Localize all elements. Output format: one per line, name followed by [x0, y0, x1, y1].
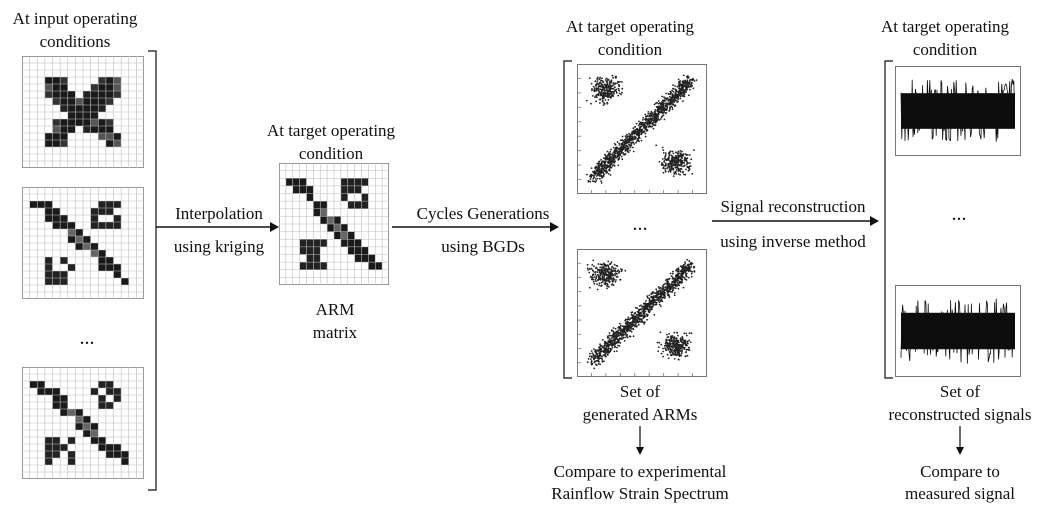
signals-compare-line1: Compare to	[920, 462, 1000, 481]
signals-ellipsis: ...	[951, 203, 967, 225]
input-ellipsis: ...	[79, 327, 95, 349]
generated-compare-line2: Rainflow Strain Spectrum	[551, 484, 729, 503]
signals-caption-line1: Set of	[939, 382, 981, 401]
generated-arm-plot-1	[577, 64, 707, 194]
generated-title-line2: condition	[597, 40, 663, 59]
bgds-label: using BGDs	[441, 237, 525, 256]
signals-title-line1: At target operating	[880, 17, 1010, 36]
generated-compare-arrow	[636, 426, 644, 455]
arm-title-line2: condition	[298, 144, 364, 163]
cycles-generations-label: Cycles Generations	[416, 204, 550, 223]
interpolation-label: Interpolation	[175, 204, 263, 223]
generated-arm-plot-2	[577, 249, 707, 377]
signals-compare-line2: measured signal	[905, 484, 1015, 503]
signals-caption-line2: reconstructed signals	[888, 405, 1032, 424]
input-title-line2: conditions	[39, 32, 111, 51]
signals-compare-arrow	[956, 426, 964, 455]
arm-caption-line2: matrix	[312, 323, 358, 342]
input-arm-matrix-3	[22, 367, 144, 479]
generated-ellipsis: ...	[632, 213, 648, 235]
generated-title-line1: At target operating	[565, 17, 695, 36]
arm-title-line1: At target operating	[266, 121, 396, 140]
generated-caption-line1: Set of	[619, 382, 661, 401]
kriging-label: using kriging	[173, 237, 265, 256]
input-bracket	[148, 50, 157, 491]
inverse-method-label: using inverse method	[720, 232, 866, 251]
generated-bracket	[563, 60, 572, 379]
signal-reconstruction-label: Signal reconstruction	[720, 197, 866, 216]
reconstruction-arrow	[712, 216, 879, 226]
target-arm-matrix	[279, 163, 389, 285]
signals-bracket	[884, 60, 893, 379]
arm-caption-line1: ARM	[315, 300, 355, 319]
generated-compare-line1: Compare to experimental	[553, 462, 727, 481]
input-arm-matrix-1	[22, 56, 144, 168]
signals-title-line2: condition	[912, 40, 978, 59]
interpolation-arrow	[156, 222, 279, 232]
cycles-arrow	[392, 222, 559, 232]
reconstructed-signal-plot-2	[895, 285, 1021, 377]
input-title-line1: At input operating	[12, 9, 138, 28]
reconstructed-signal-plot-1	[895, 66, 1021, 156]
input-arm-matrix-2	[22, 187, 144, 299]
generated-caption-line2: generated ARMs	[582, 405, 698, 424]
